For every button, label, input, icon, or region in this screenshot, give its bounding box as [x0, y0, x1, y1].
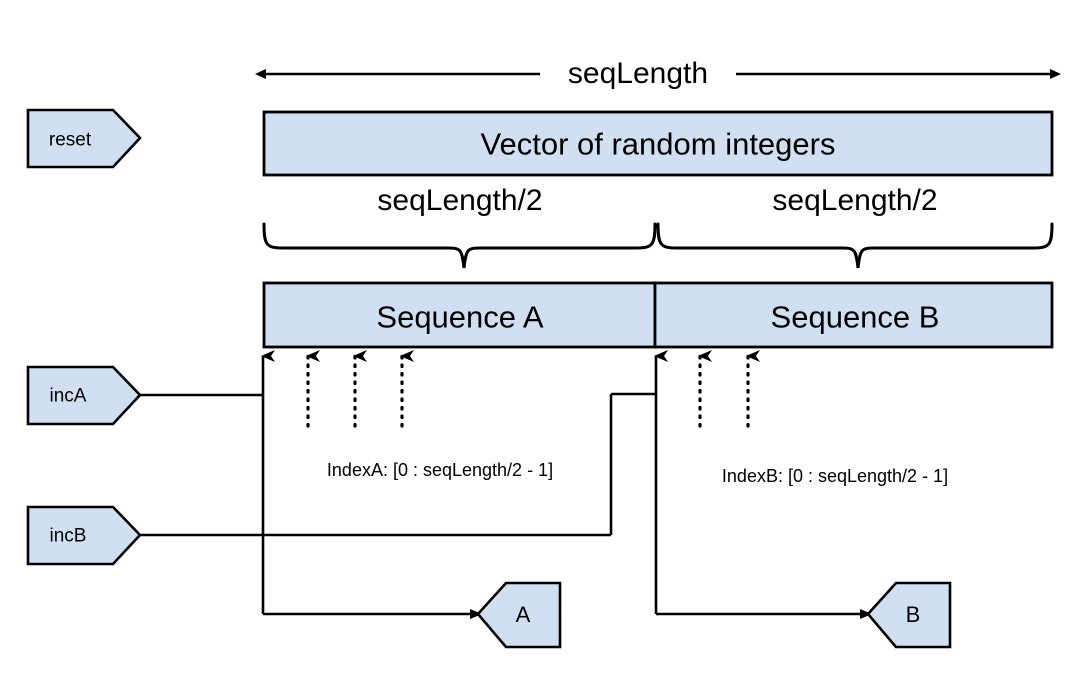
- port-label-incb: incB: [49, 525, 87, 547]
- index-b-note: IndexB: [0 : seqLength/2 - 1]: [721, 466, 949, 486]
- port-shape-a[interactable]: [476, 581, 562, 649]
- seqlength-label: seqLength: [567, 57, 709, 90]
- incb-wire: [140, 350, 872, 619]
- sequence-b-label: Sequence B: [770, 299, 940, 335]
- vector-box-label: Vector of random integers: [480, 126, 836, 162]
- sequence-a-box: [262, 281, 657, 349]
- inca-wire: [140, 350, 482, 619]
- port-shape-reset[interactable]: [26, 108, 142, 169]
- port-label-b: B: [905, 602, 921, 627]
- port-shape-inca[interactable]: [26, 365, 142, 426]
- brace-left: [262, 222, 657, 269]
- port-label-reset: reset: [48, 129, 92, 151]
- port-shape-incb[interactable]: [26, 505, 142, 566]
- brace-right: [656, 222, 1054, 269]
- index-a-note: IndexA: [0 : seqLength/2 - 1]: [326, 460, 554, 480]
- seqlength-half-label-left: seqLength/2: [377, 184, 543, 217]
- seqlength-half-label-right: seqLength/2: [772, 184, 938, 217]
- index-a-tick-arrows: [306, 350, 414, 428]
- sequence-b-box: [653, 281, 1054, 349]
- sequence-a-label: Sequence A: [376, 299, 544, 335]
- vector-box: [262, 110, 1054, 177]
- port-label-inca: incA: [49, 385, 87, 407]
- index-b-tick-arrows: [698, 350, 760, 428]
- port-label-a: A: [515, 602, 531, 627]
- port-shape-b[interactable]: [866, 581, 952, 649]
